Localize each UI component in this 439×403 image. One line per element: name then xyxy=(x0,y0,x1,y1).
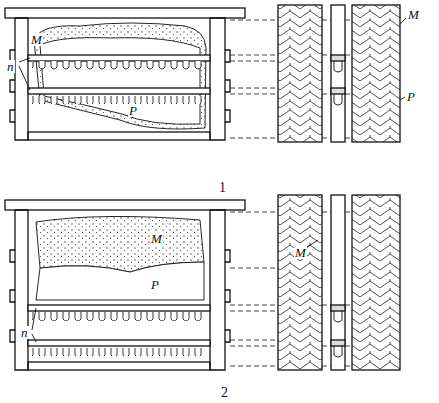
letter-label: M xyxy=(294,246,307,259)
figure-number: 1 xyxy=(218,181,227,194)
letter-label: M xyxy=(407,8,420,21)
figure-number: 2 xyxy=(220,386,229,399)
letter-label: P xyxy=(406,90,416,103)
letter-label: P xyxy=(150,278,160,291)
callout-letter: n xyxy=(20,326,29,339)
letter-label: P xyxy=(128,104,138,117)
letter-label: M xyxy=(150,232,163,245)
callout-letter: n xyxy=(6,60,15,73)
letter-label: M xyxy=(30,33,43,46)
